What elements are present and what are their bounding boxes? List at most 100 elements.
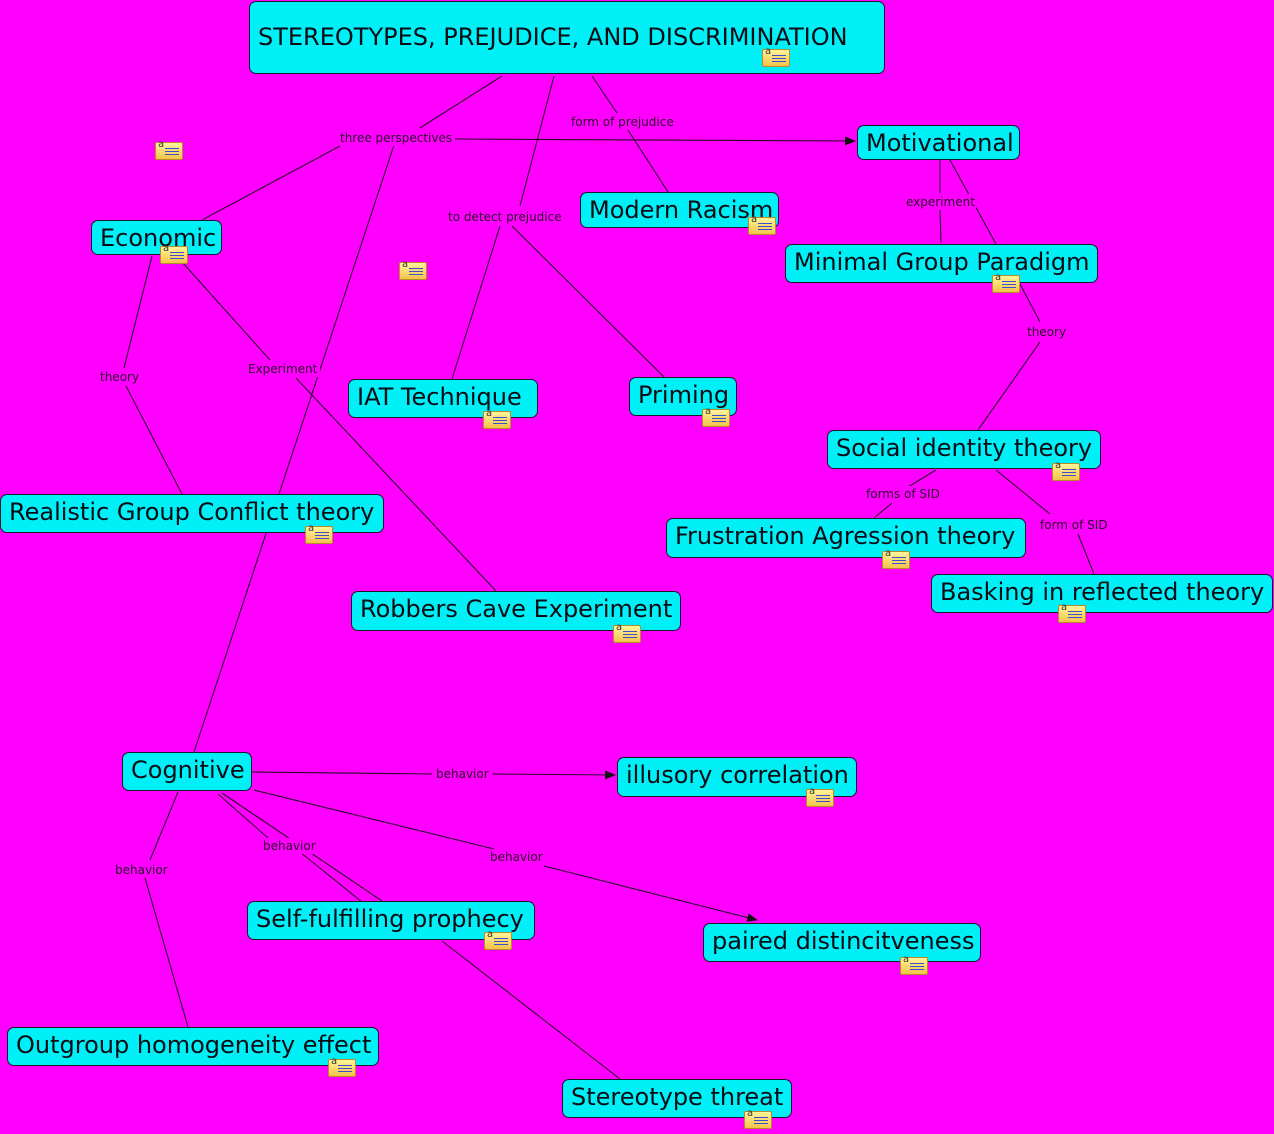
node-frustration-agression-theory[interactable]: Frustration Agression theory	[666, 518, 1026, 558]
svg-text:to detect prejudice: to detect prejudice	[448, 210, 562, 224]
link-label-three-perspectives: three perspectives	[338, 130, 454, 146]
link-label-form-of-sid: form of SID	[1038, 517, 1112, 533]
link-label-experiment-economic: Experiment	[246, 361, 320, 377]
edge-behavior-outgroup	[144, 877, 189, 1028]
edge-sid-form	[995, 469, 1051, 515]
link-label-to-detect-prejudice: to detect prejudice	[446, 209, 564, 225]
svg-text:behavior: behavior	[436, 767, 489, 781]
node-stereotype-threat-label: Stereotype threat	[571, 1083, 784, 1111]
note-icon[interactable]	[484, 929, 512, 950]
link-label-behavior-paired: behavior	[488, 849, 544, 865]
edge-form-basking	[1077, 533, 1095, 575]
edge-three-perspectives-economic	[201, 145, 341, 221]
edge-sid-forms	[907, 469, 937, 488]
edge-theory-realistic	[125, 385, 183, 495]
node-iat-technique-label: IAT Technique	[357, 383, 522, 411]
node-self-fulfilling-prophecy-label: Self-fulfilling prophecy	[256, 905, 524, 933]
edge-three-perspectives-cognitive	[193, 144, 395, 753]
note-icon[interactable]	[155, 139, 183, 160]
note-icon[interactable]	[160, 243, 188, 264]
edge-form-of-prejudice-modern-racism	[627, 129, 669, 193]
note-icon[interactable]	[702, 406, 730, 427]
note-icon[interactable]	[399, 259, 427, 280]
edge-title-form-of-prejudice	[591, 75, 618, 114]
node-realistic-group-conflict-theory-label: Realistic Group Conflict theory	[9, 498, 375, 526]
node-priming[interactable]: Priming	[629, 377, 737, 416]
note-icon[interactable]	[748, 214, 776, 235]
edge-cognitive-behavior-illusory	[251, 771, 433, 775]
svg-text:experiment: experiment	[906, 195, 975, 209]
edge-mgp-theory	[1019, 283, 1041, 323]
node-motivational[interactable]: Motivational	[857, 125, 1020, 160]
svg-text:Experiment: Experiment	[248, 362, 318, 376]
edge-behavior-paired	[543, 865, 759, 922]
note-icon[interactable]	[992, 272, 1020, 293]
node-motivational-label: Motivational	[866, 129, 1014, 157]
edge-behavior-self	[299, 851, 363, 903]
node-robbers-cave-experiment-label: Robbers Cave Experiment	[360, 595, 673, 623]
node-frustration-agression-theory-label: Frustration Agression theory	[675, 522, 1016, 550]
edge-forms-frustration	[873, 502, 893, 519]
edge-title-detect	[519, 75, 555, 207]
link-label-form-of-prejudice: form of prejudice	[569, 114, 677, 130]
note-icon[interactable]	[328, 1056, 356, 1077]
node-economic[interactable]: Economic	[91, 220, 222, 255]
link-label-behavior-self: behavior	[261, 838, 317, 854]
node-robbers-cave-experiment[interactable]: Robbers Cave Experiment	[351, 591, 681, 631]
node-cognitive[interactable]: Cognitive	[122, 752, 252, 791]
node-basking-in-reflected-theory[interactable]: Basking in reflected theory	[931, 574, 1273, 613]
edge-cognitive-behavior-paired	[253, 789, 495, 850]
note-icon[interactable]	[900, 954, 928, 975]
edge-detect-iat	[451, 225, 501, 380]
node-illusory-correlation-label: illusory correlation	[626, 761, 849, 789]
node-paired-distinctiveness[interactable]: paired distincitveness	[703, 923, 981, 962]
node-modern-racism[interactable]: Modern Racism	[580, 192, 779, 228]
edge-experiment-robbers	[295, 377, 497, 592]
note-icon[interactable]	[483, 408, 511, 429]
link-label-forms-of-sid: forms of SID	[864, 486, 946, 502]
note-icon[interactable]	[882, 548, 910, 569]
note-icon[interactable]	[1052, 460, 1080, 481]
edge-economic-theory	[123, 255, 153, 369]
node-title-label: STEREOTYPES, PREJUDICE, AND DISCRIMINATI…	[258, 23, 848, 51]
node-social-identity-theory-label: Social identity theory	[836, 434, 1093, 462]
link-label-theory-mgp: theory	[1025, 324, 1069, 340]
node-economic-label: Economic	[100, 224, 217, 252]
link-label-behavior-illusory: behavior	[434, 766, 490, 782]
edge-detect-priming	[511, 225, 665, 378]
edge-cognitive-behavior-outgroup	[149, 791, 179, 861]
svg-text:theory: theory	[100, 370, 139, 384]
note-icon[interactable]	[762, 46, 790, 67]
node-minimal-group-paradigm[interactable]: Minimal Group Paradigm	[785, 244, 1098, 283]
node-outgroup-homogeneity-effect[interactable]: Outgroup homogeneity effect	[7, 1027, 379, 1066]
svg-text:forms of SID: forms of SID	[866, 487, 940, 501]
note-icon[interactable]	[613, 622, 641, 643]
svg-text:behavior: behavior	[115, 863, 168, 877]
note-icon[interactable]	[744, 1108, 772, 1129]
node-minimal-group-paradigm-label: Minimal Group Paradigm	[794, 248, 1090, 276]
edge-behavior-illusory	[491, 770, 617, 780]
node-social-identity-theory[interactable]: Social identity theory	[827, 430, 1101, 469]
svg-text:behavior: behavior	[490, 850, 543, 864]
note-icon[interactable]	[806, 786, 834, 807]
edge-self-stereotype-threat	[441, 940, 621, 1080]
svg-text:behavior: behavior	[263, 839, 316, 853]
node-modern-racism-label: Modern Racism	[589, 196, 774, 224]
svg-text:theory: theory	[1027, 325, 1066, 339]
node-paired-distinctiveness-label: paired distincitveness	[712, 927, 975, 955]
edge-three-perspectives-motivational	[454, 136, 857, 146]
node-iat-technique[interactable]: IAT Technique	[348, 379, 538, 418]
edge-theory-sid	[977, 341, 1041, 431]
edge-cognitive-behavior-self	[217, 793, 269, 839]
svg-text:form of prejudice: form of prejudice	[571, 115, 674, 129]
edge-experiment-mgp	[939, 209, 942, 244]
link-label-experiment-motivational: experiment	[904, 194, 976, 210]
node-outgroup-homogeneity-effect-label: Outgroup homogeneity effect	[16, 1031, 372, 1059]
svg-text:form of SID: form of SID	[1040, 518, 1108, 532]
node-basking-in-reflected-theory-label: Basking in reflected theory	[940, 578, 1265, 606]
note-icon[interactable]	[305, 523, 333, 544]
note-icon[interactable]	[1058, 602, 1086, 623]
edge-title-three-perspectives	[419, 75, 503, 129]
svg-text:three perspectives: three perspectives	[340, 131, 452, 145]
